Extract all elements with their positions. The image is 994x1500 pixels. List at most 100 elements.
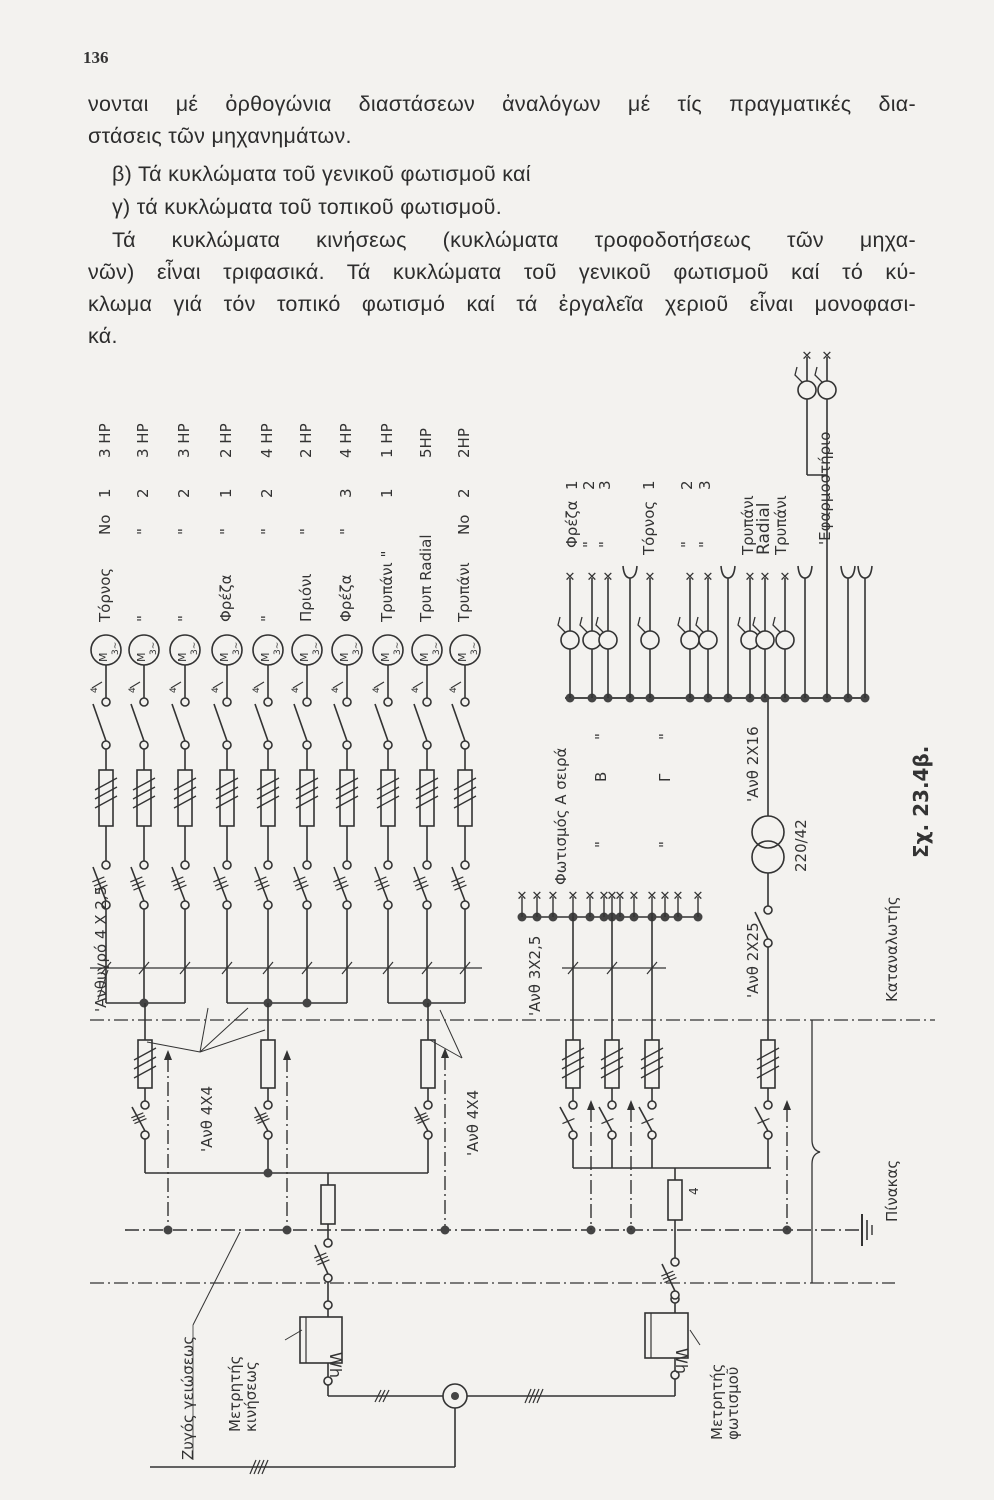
switch-tick bbox=[294, 880, 308, 887]
leader-line bbox=[199, 1007, 249, 1053]
motor-no: " bbox=[297, 528, 315, 535]
ditto-mark: " bbox=[596, 541, 614, 548]
fuse-icon bbox=[644, 1039, 660, 1089]
text-line: νῶν) εἶναι τριφασικά. Τά κυκλώματα τοῦ γ… bbox=[88, 260, 916, 284]
switch-tick bbox=[171, 876, 184, 883]
fuse-icon bbox=[219, 769, 235, 827]
motor-no: No bbox=[455, 515, 473, 535]
fuse-icon bbox=[419, 769, 435, 827]
leader-line bbox=[192, 1231, 241, 1326]
socket-outlet-icon bbox=[797, 565, 813, 579]
switch-tick bbox=[662, 1273, 676, 1280]
motor-number: 2 bbox=[258, 488, 276, 498]
lamp-icon: ✕ bbox=[703, 570, 714, 585]
hand-lamp-icon bbox=[698, 630, 718, 650]
wire-count: 4 bbox=[169, 687, 179, 693]
switch-tick bbox=[255, 1115, 269, 1122]
lamp-icon: ✕ bbox=[780, 570, 791, 585]
text-line: κλωμα γιά τόν τοπικό φωτισμό καί τά ἐργα… bbox=[88, 292, 916, 316]
lamp-hook-icon bbox=[557, 616, 567, 634]
hand-lamp-icon bbox=[775, 630, 795, 650]
lamp-icon: ✕ bbox=[585, 889, 596, 904]
motor-number: 2 bbox=[175, 488, 193, 498]
terminal-icon bbox=[222, 900, 232, 910]
terminal-icon bbox=[460, 900, 470, 910]
junction-dot bbox=[263, 1168, 273, 1178]
lamp-hook-icon bbox=[814, 366, 824, 384]
text-line: νονται μέ ὀρθογώνια διαστάσεων ἀναλόγων … bbox=[88, 92, 916, 116]
lamp-icon: ✕ bbox=[647, 889, 658, 904]
fuse-hatch bbox=[561, 1047, 585, 1061]
panel-label: Πίνακας bbox=[883, 1160, 901, 1222]
fuse-icon bbox=[420, 1039, 436, 1089]
lamp-icon: ✕ bbox=[568, 889, 579, 904]
arrow-icon bbox=[783, 1100, 791, 1110]
terminal-icon bbox=[222, 697, 232, 707]
lamp-icon: ✕ bbox=[565, 570, 576, 585]
switch-tick bbox=[174, 884, 187, 891]
lamp-icon: ✕ bbox=[673, 889, 684, 904]
switch-tick bbox=[254, 876, 267, 883]
switch-tick bbox=[414, 1112, 427, 1119]
motor-hp: 1 HP bbox=[378, 423, 396, 458]
fuse-hatch bbox=[600, 1065, 624, 1079]
fuse-hatch bbox=[94, 786, 118, 800]
motor-symbol-m: M bbox=[298, 653, 311, 663]
motor-number: 2 bbox=[455, 488, 473, 498]
socket-number: 2 bbox=[580, 480, 598, 490]
wire-count-tick bbox=[292, 681, 304, 689]
terminal-icon bbox=[607, 1130, 617, 1140]
wire-count-tick bbox=[373, 681, 385, 689]
fuse-hatch bbox=[173, 777, 197, 791]
terminal-icon bbox=[263, 1130, 273, 1140]
terminal-icon bbox=[383, 900, 393, 910]
motor-symbol-phase: 3~ bbox=[149, 642, 159, 655]
motor-no: " bbox=[337, 528, 355, 535]
text-line: γ) τά κυκλώματα τοῦ τοπικοῦ φωτισμοῦ. bbox=[112, 195, 502, 219]
motor-name: " bbox=[258, 615, 276, 622]
terminal-icon bbox=[423, 1130, 433, 1140]
motor-hp: 3 HP bbox=[175, 423, 193, 458]
lamp-icon: ✕ bbox=[603, 570, 614, 585]
arrow-icon bbox=[441, 1048, 449, 1058]
hand-lamp-icon bbox=[598, 630, 618, 650]
switch-blade-icon bbox=[413, 703, 428, 742]
motor-symbol-m: M bbox=[135, 653, 148, 663]
switch-tick bbox=[757, 1118, 770, 1125]
switch-tick bbox=[296, 884, 309, 891]
lamp-icon: ✕ bbox=[685, 570, 696, 585]
fuse-hatch bbox=[94, 777, 118, 791]
socket-outlet-icon bbox=[622, 565, 638, 579]
lamp-hook-icon bbox=[695, 616, 705, 634]
terminal-icon bbox=[323, 1376, 333, 1386]
fuse-hatch bbox=[132, 795, 156, 809]
lamp-icon: ✕ bbox=[548, 889, 559, 904]
switch-tick bbox=[172, 880, 186, 887]
cable-label-lighting: 'Ανθ 3Χ2,5 bbox=[526, 936, 544, 1016]
terminal-icon bbox=[101, 740, 111, 750]
fuse-hatch bbox=[561, 1056, 585, 1070]
terminal-icon bbox=[383, 860, 393, 870]
wire-count: 4 bbox=[90, 687, 100, 693]
socket-number: 1 bbox=[640, 480, 658, 490]
ditto-mark: " bbox=[678, 541, 696, 548]
terminal-icon bbox=[263, 900, 273, 910]
panel-brace-icon bbox=[811, 1020, 821, 1283]
lamp-hook-icon bbox=[595, 616, 605, 634]
lamp-icon: ✕ bbox=[599, 889, 610, 904]
fuse-hatch bbox=[756, 1065, 780, 1079]
terminal-icon bbox=[647, 1130, 657, 1140]
terminal-icon bbox=[101, 697, 111, 707]
terminal-icon bbox=[222, 740, 232, 750]
lamp-icon: ✕ bbox=[822, 349, 833, 364]
switch-tick bbox=[413, 876, 426, 883]
switch-tick bbox=[336, 884, 349, 891]
text-line: Τά κυκλώματα κινήσεως (κυκλώματα τροφοδο… bbox=[112, 228, 916, 252]
arrow-icon bbox=[283, 1050, 291, 1060]
junction-dot bbox=[422, 998, 432, 1008]
motor-hp: 3 HP bbox=[96, 423, 114, 458]
fuse-hatch bbox=[376, 786, 400, 800]
motor-name: Τρυπ Radial bbox=[417, 535, 435, 624]
motor-no: " bbox=[217, 528, 235, 535]
wire-count-tick bbox=[91, 681, 103, 689]
